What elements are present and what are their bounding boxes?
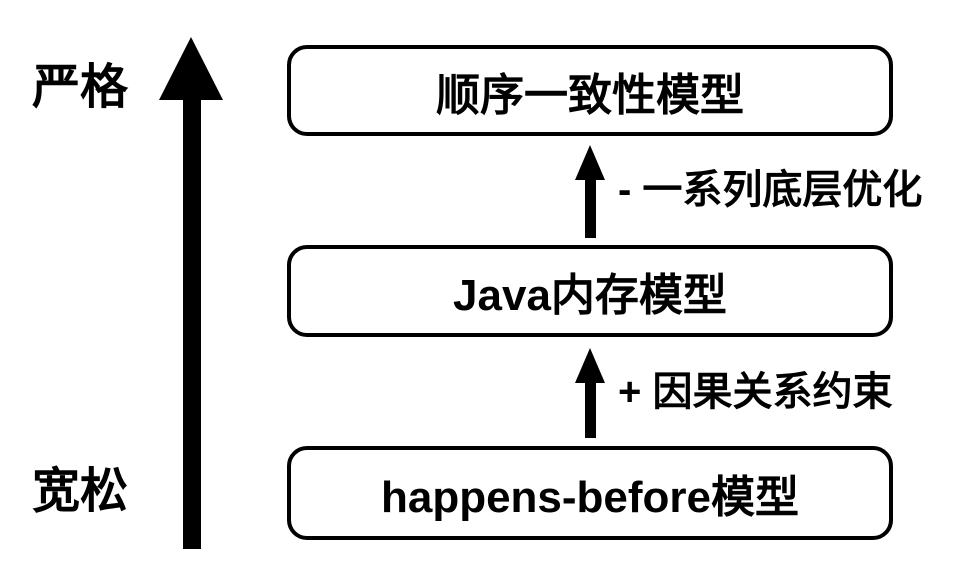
transition-label-causality-constraint: + 因果关系约束	[618, 370, 893, 414]
axis-up-arrow-head-icon	[159, 37, 223, 100]
box-sequential-consistency-model-label: 顺序一致性模型	[436, 70, 744, 120]
box-java-memory-model-label: Java内存模型	[453, 271, 727, 320]
transition-up-arrow-head-icon-1	[575, 145, 605, 180]
transition-up-arrow-head-icon-2	[575, 348, 605, 383]
transition-up-arrow-shaft-1	[585, 178, 596, 238]
box-java-memory-model: Java内存模型	[287, 245, 893, 337]
transition-up-arrow-shaft-2	[585, 381, 596, 438]
axis-label-strict: 严格	[32, 61, 129, 114]
box-sequential-consistency-model: 顺序一致性模型	[287, 45, 893, 136]
box-happens-before-model: happens-before模型	[287, 446, 893, 540]
transition-label-low-level-optimizations: - 一系列底层优化	[618, 168, 923, 212]
box-happens-before-model-label: happens-before模型	[380, 473, 800, 522]
axis-label-loose: 宽松	[32, 465, 129, 518]
axis-up-arrow-shaft	[183, 99, 201, 549]
